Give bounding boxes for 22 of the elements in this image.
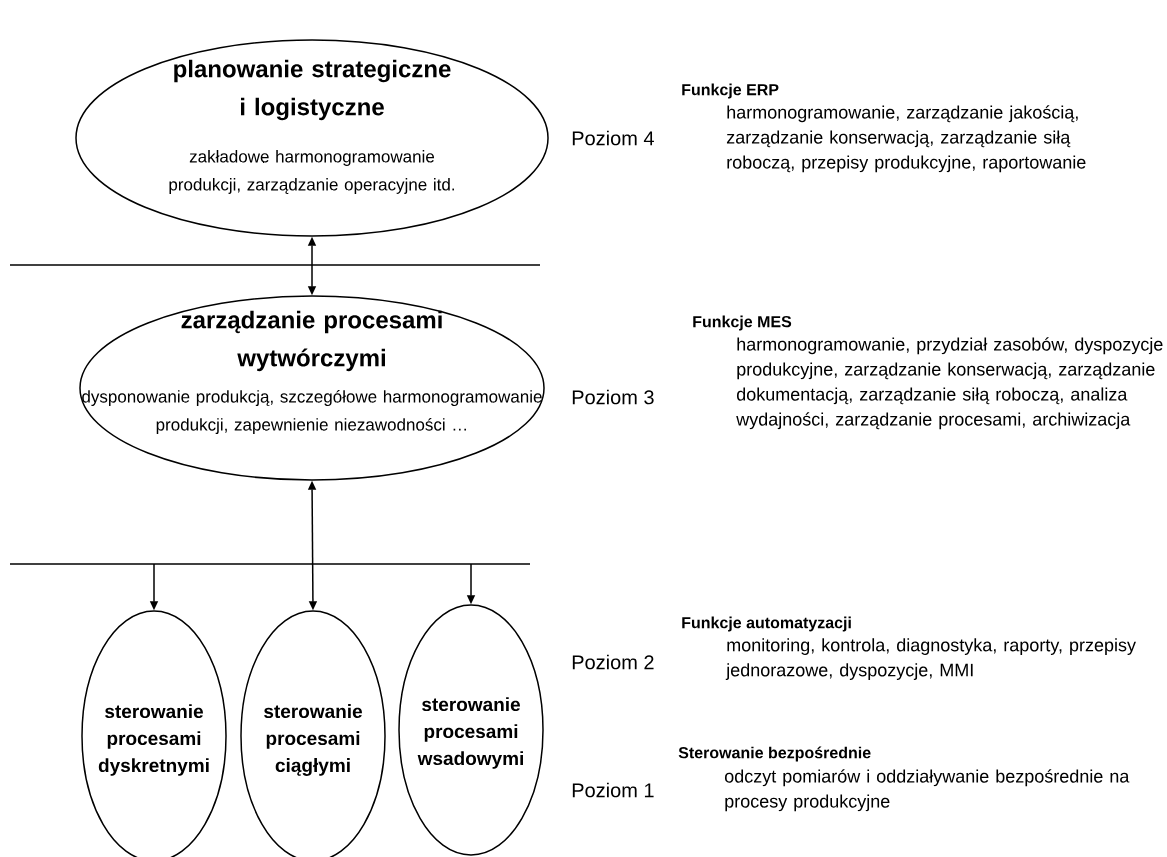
function-heading: Funkcje automatyzacji <box>682 616 851 632</box>
ellipse-title: sterowanie procesami dyskretnymi <box>98 704 209 776</box>
function-list: odczyt pomiarów i oddziaływanie bezpośrednie na procesy produkcyjne <box>724 769 1130 812</box>
function-heading: Sterowanie bezpośrednie <box>678 746 871 762</box>
function-list: harmonogramowanie, zarządzanie jakością, zarządzanie konserwacją, zarządzanie siłą roboczą, przepisy produkcyjne, raportowanie <box>726 105 1086 173</box>
level-label: Poziom 1 <box>572 782 654 798</box>
function-list: harmonogramowanie, przydział zasobów, dyspozycje produkcyjne, zarządzanie konserwacją, zarządzanie dokumentacją, zarządzanie siłą roboczą, analiza wydajności, zarządzanie procesami, archiwizacja <box>736 337 1163 430</box>
process-ellipse <box>398 604 544 856</box>
process-ellipse <box>79 295 545 481</box>
level-label: Poziom 2 <box>572 654 654 670</box>
ellipse-title: planowanie strategiczne i logistyczne <box>174 59 451 121</box>
ellipse-description: dysponowanie produkcją, szczegółowe harmonogramowanie produkcji, zapewnienie niezawodności … <box>82 390 542 435</box>
function-list: monitoring, kontrola, diagnostyka, raporty, przepisy jednorazowe, dyspozycje, MMI <box>725 638 1136 680</box>
process-ellipse <box>75 39 549 237</box>
ellipse-title: sterowanie procesami wsadowymi <box>417 697 523 769</box>
ellipse-description: zakładowe harmonogramowanie produkcji, zarządzanie operacyjne itd. <box>169 150 454 194</box>
function-heading: Funkcje MES <box>693 315 792 331</box>
level-label: Poziom 4 <box>572 130 654 146</box>
ellipse-title: sterowanie procesami ciągłymi <box>264 704 362 776</box>
level-label: Poziom 3 <box>572 389 654 405</box>
function-heading: Funkcje ERP <box>682 83 779 99</box>
ellipse-title: zarządzanie procesami wytwórczymi <box>181 310 442 372</box>
